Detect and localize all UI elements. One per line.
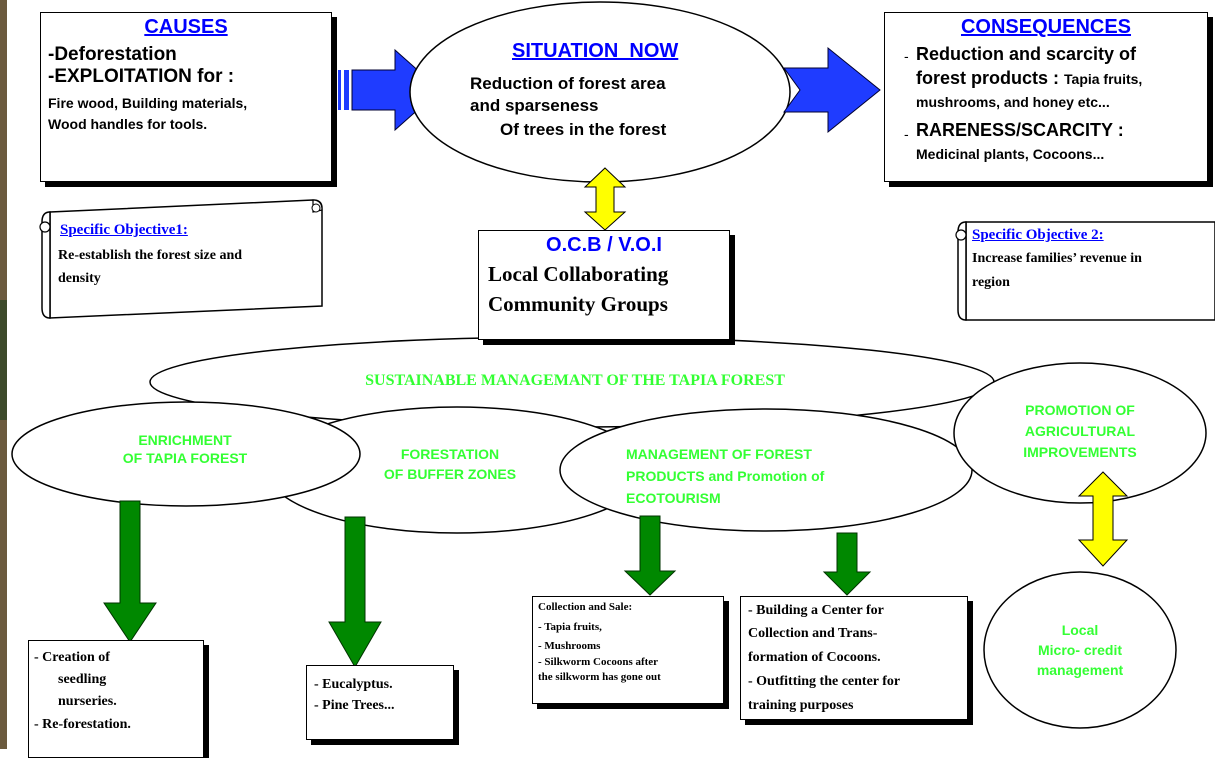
promotion-line2: AGRICULTURAL	[1024, 423, 1136, 439]
blue-arrow-right	[783, 46, 881, 134]
microcredit-line2: Micro- credit	[1037, 642, 1122, 658]
consequences-title: CONSEQUENCES	[960, 16, 1132, 38]
objective1-line1: Re-establish the forest size and	[58, 248, 243, 263]
consequences-dash2: -	[904, 126, 909, 142]
consequences-item1-line3: mushrooms, and honey etc...	[916, 94, 1110, 110]
causes-line4: Wood handles for tools.	[48, 116, 208, 132]
microcredit-line3: management	[1036, 662, 1124, 678]
causes-line2: -EXPLOITATION for :	[48, 66, 235, 87]
consequences-item1-small: Tapia fruits,	[1064, 71, 1143, 87]
consequences-item2: RARENESS/SCARCITY :	[916, 120, 1124, 140]
ocb-line1: Local Collaborating	[488, 262, 669, 286]
trees-box	[306, 665, 454, 740]
center-line2: Collection and Trans-	[748, 626, 878, 641]
collection-title: Collection and Sale:	[538, 601, 633, 613]
enrichment-ellipse	[11, 401, 361, 507]
objective1-line2: density	[58, 271, 101, 286]
forestation-line2: OF BUFFER ZONES	[383, 466, 517, 482]
green-arrow-management	[623, 515, 677, 596]
consequences-dash1: -	[904, 48, 909, 64]
consequences-item1-big: forest products :	[916, 68, 1065, 88]
consequences-item1: Reduction and scarcity of	[916, 44, 1137, 64]
causes-line3: Fire wood, Building materials,	[48, 95, 248, 111]
green-arrow-forestation	[328, 516, 382, 668]
objective2-line2: region	[972, 275, 1010, 290]
trees-line2: - Pine Trees...	[314, 698, 395, 713]
management-line3: ECOTOURISM	[626, 490, 721, 506]
promotion-line3: IMPROVEMENTS	[1023, 444, 1137, 460]
ocb-box	[478, 230, 730, 340]
nurseries-line3: nurseries.	[58, 694, 117, 709]
center-line4: - Outfitting the center for	[748, 674, 901, 689]
ocb-title: O.C.B / V.O.I	[546, 234, 662, 256]
trees-line1: - Eucalyptus.	[314, 677, 393, 692]
situation-title: SITUATION NOW	[512, 40, 679, 62]
collection-line4: the silkworm has gone out	[538, 671, 661, 683]
objective2-line1: Increase families’ revenue in	[972, 251, 1142, 266]
enrichment-line2: OF TAPIA FOREST	[122, 450, 248, 466]
nurseries-line4: - Re-forestation.	[34, 717, 131, 732]
situation-line2: and sparseness	[470, 96, 599, 115]
consequences-item1-line2: forest products : Tapia fruits,	[916, 68, 1142, 89]
center-line3: formation of Cocoons.	[748, 650, 881, 665]
promotion-line1: PROMOTION OF	[1025, 402, 1135, 418]
management-line1: MANAGEMENT OF FOREST	[626, 446, 812, 462]
promotion-ellipse	[953, 362, 1207, 504]
green-arrow-enrichment	[103, 500, 157, 643]
causes-box	[40, 12, 332, 182]
collection-line1: - Tapia fruits,	[538, 621, 602, 633]
ocb-line2: Community Groups	[488, 292, 668, 316]
nurseries-line2: seedling	[58, 672, 107, 687]
forestation-line1: FORESTATION	[400, 446, 500, 462]
objective2-title: Specific Objective 2:	[972, 227, 1104, 243]
microcredit-line1: Local	[1061, 622, 1099, 638]
center-box	[740, 596, 968, 720]
green-arrow-center	[822, 532, 872, 596]
center-line1: - Building a Center for	[748, 603, 884, 618]
center-line5: training purposes	[748, 698, 854, 713]
objective1-title: Specific Objective1:	[60, 222, 188, 238]
microcredit-ellipse	[983, 571, 1177, 729]
collection-line3: - Silkworm Cocoons after	[538, 656, 659, 668]
causes-line1: -Deforestation	[48, 44, 177, 65]
yellow-double-arrow-right	[1077, 471, 1129, 567]
scroll-objective2	[955, 221, 1215, 321]
enrichment-line1: ENRICHMENT	[138, 432, 232, 448]
scroll-objective1	[39, 199, 323, 319]
collection-line2: - Mushrooms	[538, 640, 601, 652]
management-line2: PRODUCTS and Promotion of	[626, 468, 825, 484]
situation-line1: Reduction of forest area	[470, 74, 666, 93]
nurseries-line1: - Creation of	[34, 650, 110, 665]
situation-line3: Of trees in the forest	[500, 120, 667, 139]
consequences-box	[884, 12, 1208, 182]
consequences-item2-line2: Medicinal plants, Cocoons...	[916, 146, 1105, 162]
causes-title: CAUSES	[144, 16, 228, 38]
nurseries-box	[28, 640, 204, 758]
sustainable-label: SUSTAINABLE MANAGEMANT OF THE TAPIA FORE…	[365, 372, 785, 389]
collection-box	[532, 596, 724, 704]
